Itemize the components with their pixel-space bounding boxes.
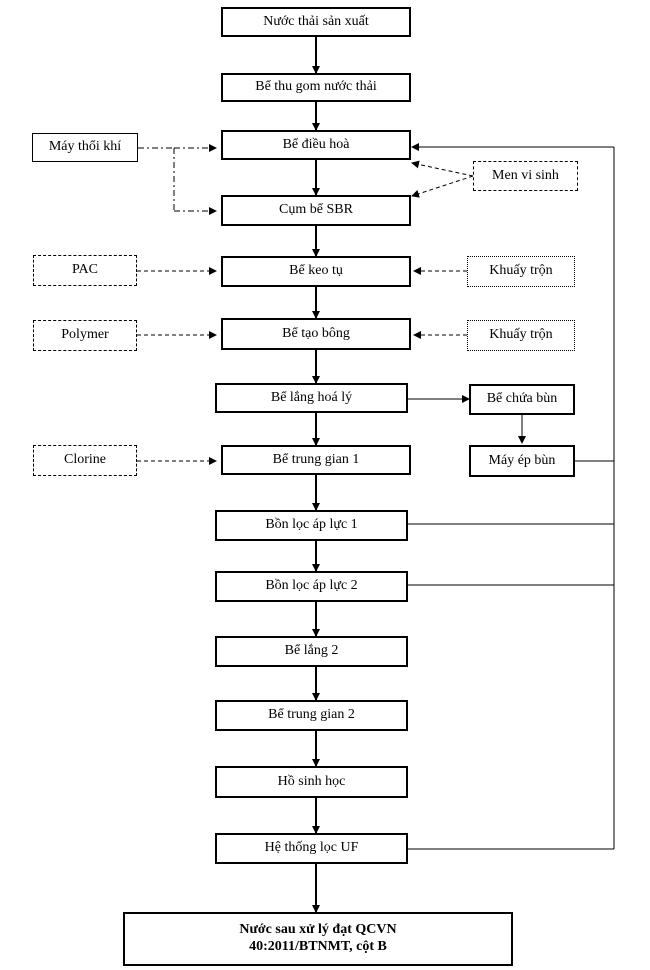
node-pressure-filter-1: Bồn lọc áp lực 1 xyxy=(215,510,408,541)
node-uf-filtration-system: Hệ thống lọc UF xyxy=(215,833,408,864)
blower-lines xyxy=(138,144,217,215)
output-line-2: 40:2011/BTNMT, cột B xyxy=(249,939,387,954)
node-sludge-tank: Bể chứa bùn xyxy=(469,384,575,415)
node-sludge-press: Máy ép bùn xyxy=(469,445,575,477)
return-line xyxy=(408,147,615,850)
output-line-1: Nước sau xử lý đạt QCVN xyxy=(239,922,397,938)
node-equalization-tank: Bể điều hoà xyxy=(221,130,411,160)
node-intermediate-tank-1: Bể trung gian 1 xyxy=(221,445,411,475)
node-biological-pond: Hồ sinh học xyxy=(215,766,408,798)
node-flocculation-tank: Bể tạo bông xyxy=(221,318,411,350)
node-coagulation-tank: Bể keo tụ xyxy=(221,256,411,287)
node-polymer: Polymer xyxy=(33,320,137,351)
node-treated-water-output: Nước sau xử lý đạt QCVN 40:2011/BTNMT, c… xyxy=(123,912,513,966)
node-collection-tank: Bể thu gom nước thải xyxy=(221,73,411,102)
node-pac: PAC xyxy=(33,255,137,286)
dosing-lines xyxy=(137,160,474,465)
node-raw-wastewater: Nước thải sản xuất xyxy=(221,7,411,37)
node-clorine: Clorine xyxy=(33,445,137,476)
node-sbr-cluster: Cụm bể SBR xyxy=(221,195,411,226)
node-chemical-settling-tank: Bể lắng hoá lý xyxy=(215,383,408,413)
node-air-blower: Máy thổi khí xyxy=(32,133,138,162)
node-intermediate-tank-2: Bể trung gian 2 xyxy=(215,700,408,731)
node-mixing-flocculation: Khuấy trộn xyxy=(467,320,575,351)
node-microbial-culture: Men vi sinh xyxy=(473,161,578,191)
node-settling-tank-2: Bể lắng 2 xyxy=(215,636,408,667)
node-mixing-coagulation: Khuấy trộn xyxy=(467,256,575,287)
node-pressure-filter-2: Bồn lọc áp lực 2 xyxy=(215,571,408,602)
